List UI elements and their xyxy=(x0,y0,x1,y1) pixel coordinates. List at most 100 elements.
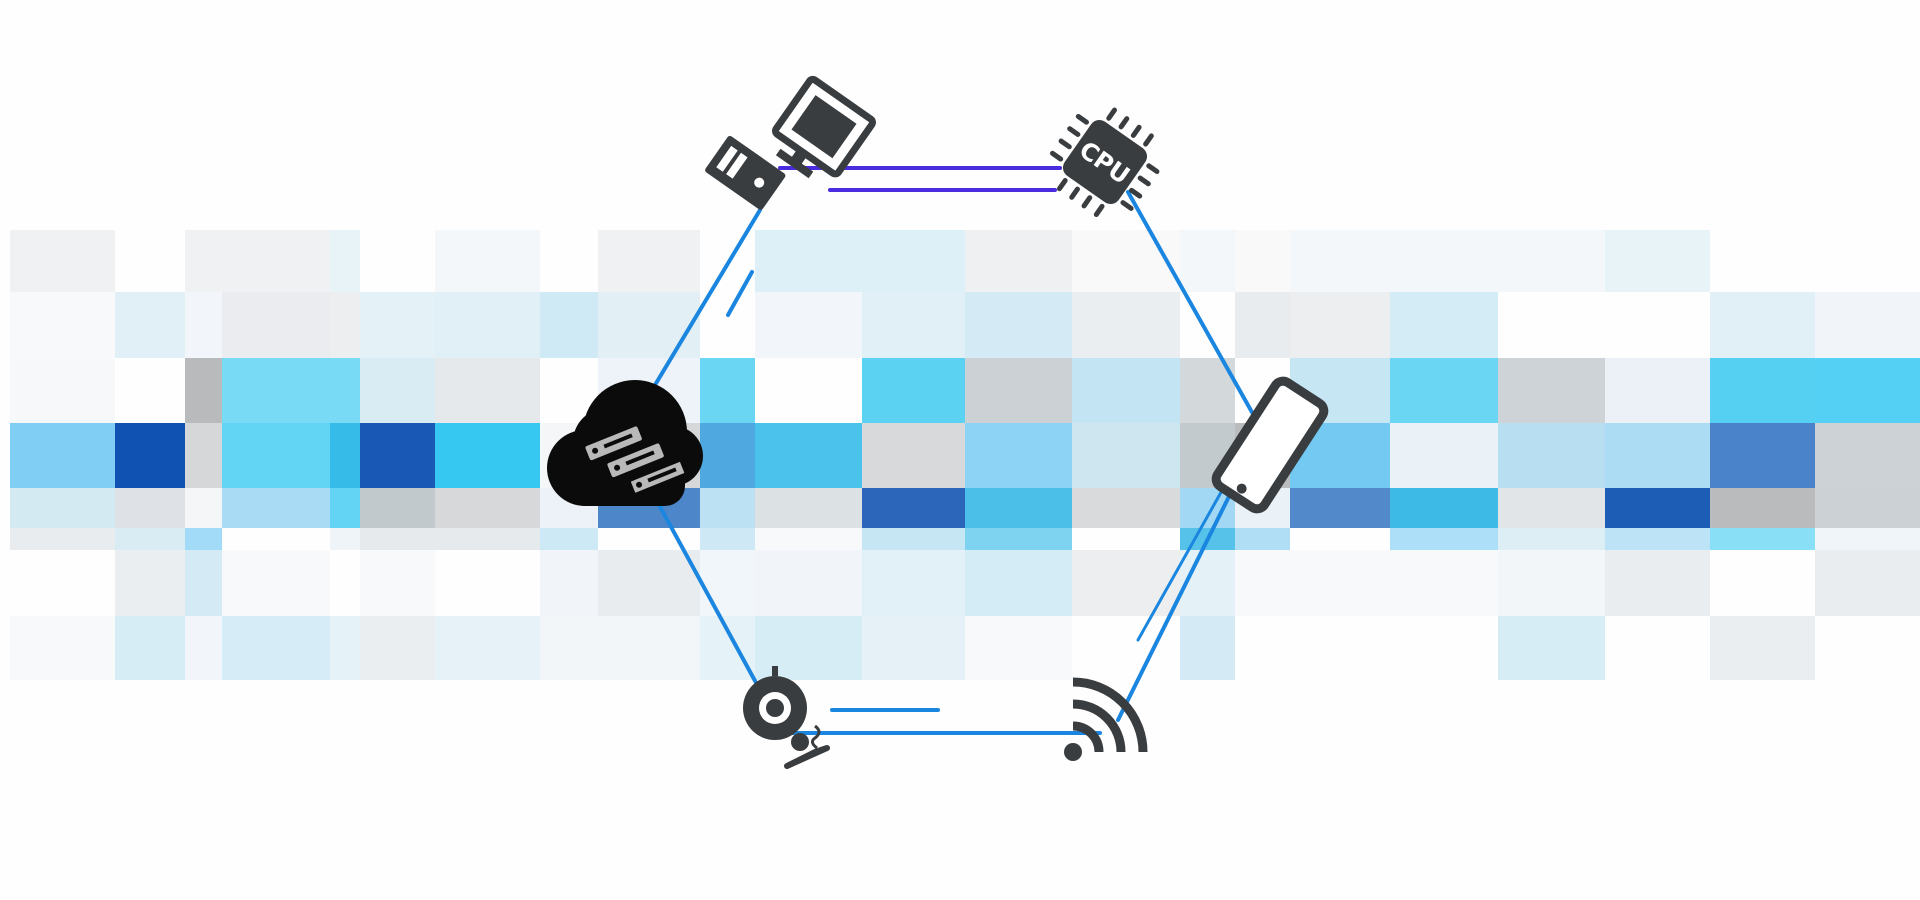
mosaic-tile xyxy=(755,488,862,528)
mosaic-tile xyxy=(435,292,540,358)
mosaic-tile xyxy=(1290,230,1390,292)
mosaic-tile xyxy=(185,292,222,358)
mosaic-tile xyxy=(1815,292,1920,358)
mosaic-tile xyxy=(965,550,1072,616)
mosaic-tile xyxy=(222,550,330,616)
mosaic-tile xyxy=(1072,230,1180,292)
mosaic-tile xyxy=(185,230,222,292)
mosaic-tile xyxy=(222,292,330,358)
mosaic-tile xyxy=(700,423,755,488)
mosaic-tile xyxy=(540,292,598,358)
mosaic-tile xyxy=(185,550,222,616)
mosaic-tile xyxy=(10,488,115,528)
mosaic-tile xyxy=(965,358,1072,423)
mosaic-tile xyxy=(1710,292,1815,358)
mosaic-tile xyxy=(115,423,185,488)
mosaic-tile xyxy=(1390,292,1498,358)
mosaic-tile xyxy=(755,550,862,616)
mosaic-tile xyxy=(965,230,1072,292)
mosaic-tile xyxy=(1710,423,1815,488)
mosaic-tile xyxy=(330,423,360,488)
mosaic-tile xyxy=(1710,488,1815,528)
mosaic-tile xyxy=(1390,423,1498,488)
mosaic-tile xyxy=(1710,358,1815,423)
mosaic-tile xyxy=(1710,616,1815,680)
mosaic-tile xyxy=(115,488,185,528)
mosaic-tile xyxy=(185,528,222,550)
mosaic-tile xyxy=(1815,488,1920,528)
mosaic-tile xyxy=(1815,358,1920,423)
mosaic-tile xyxy=(360,292,435,358)
mosaic-tile xyxy=(435,528,540,550)
mosaic-tile xyxy=(1815,550,1920,616)
mosaic-tile xyxy=(965,616,1072,680)
mosaic-tile xyxy=(598,230,700,292)
mosaic-tile xyxy=(222,230,330,292)
mosaic-tile xyxy=(1498,423,1605,488)
mosaic-tile xyxy=(435,423,540,488)
mosaic-tile xyxy=(10,528,115,550)
mosaic-tile xyxy=(360,528,435,550)
mosaic-tile xyxy=(185,423,222,488)
mosaic-tile xyxy=(330,230,360,292)
mosaic-tile xyxy=(1390,230,1498,292)
mosaic-tile xyxy=(965,528,1072,550)
mosaic-tile xyxy=(1815,528,1920,550)
mosaic-tile xyxy=(1180,550,1235,616)
mosaic-tile xyxy=(115,550,185,616)
mosaic-tile xyxy=(435,230,540,292)
mosaic-tile xyxy=(185,488,222,528)
mosaic-tile xyxy=(755,292,862,358)
mosaic-tile xyxy=(755,528,862,550)
mosaic-tile xyxy=(10,616,115,680)
connection-lines xyxy=(638,166,1264,735)
mosaic-tile xyxy=(115,292,185,358)
mosaic-tile xyxy=(1235,230,1290,292)
mosaic-tile xyxy=(330,292,360,358)
mosaic-tile xyxy=(1072,488,1180,528)
link-webcam-cloud xyxy=(638,468,762,692)
mosaic-tile xyxy=(1498,528,1605,550)
mosaic-tile xyxy=(1180,230,1235,292)
mosaic-tile xyxy=(1072,550,1180,616)
mosaic-tile xyxy=(755,423,862,488)
webcam-icon xyxy=(743,666,830,769)
mosaic-tile xyxy=(965,488,1072,528)
mosaic-tile xyxy=(360,488,435,528)
mosaic-tile xyxy=(1498,616,1605,680)
mosaic-tile xyxy=(1390,550,1498,616)
mosaic-tile xyxy=(222,488,330,528)
mosaic-tile xyxy=(965,292,1072,358)
mosaic-tile xyxy=(1605,528,1710,550)
mosaic-tile xyxy=(1605,550,1710,616)
mosaic-tile xyxy=(1072,358,1180,423)
mosaic-tile xyxy=(862,358,965,423)
mosaic-tile xyxy=(115,616,185,680)
mosaic-tile xyxy=(862,230,965,292)
mosaic-tile xyxy=(862,528,965,550)
smartphone-icon xyxy=(1211,376,1329,514)
mosaic-tile xyxy=(435,488,540,528)
mosaic-tile xyxy=(330,358,360,423)
mosaic-tile xyxy=(862,616,965,680)
mosaic-tile xyxy=(1290,488,1390,528)
mosaic-tile xyxy=(435,616,540,680)
mosaic-tile xyxy=(1605,423,1710,488)
mosaic-tile xyxy=(360,423,435,488)
mosaic-tile xyxy=(185,616,222,680)
mosaic-tile xyxy=(1290,550,1390,616)
mosaic-tile xyxy=(1605,488,1710,528)
mosaic-tile xyxy=(755,230,862,292)
wifi-signal-icon xyxy=(1064,677,1148,761)
mosaic-tile xyxy=(1390,488,1498,528)
mosaic-tile xyxy=(222,358,330,423)
mosaic-tile xyxy=(1498,230,1605,292)
mosaic-tile xyxy=(598,616,700,680)
mosaic-tile xyxy=(598,550,700,616)
link-cloud-computer xyxy=(638,208,762,412)
mosaic-tile xyxy=(1498,358,1605,423)
mosaic-tile xyxy=(1290,292,1390,358)
mosaic-tile xyxy=(965,423,1072,488)
mosaic-tile xyxy=(862,292,965,358)
